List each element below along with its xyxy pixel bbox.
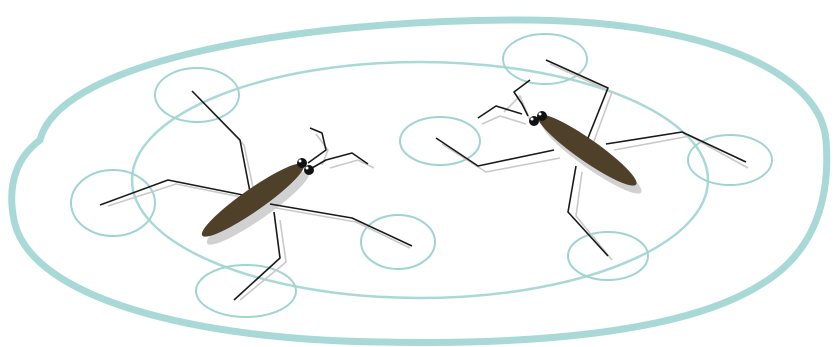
- ripple-circle: [71, 170, 155, 236]
- eye-highlight: [299, 160, 302, 163]
- eye-highlight: [531, 118, 534, 121]
- antenna-left: [514, 80, 530, 116]
- leg-shadow: [614, 136, 748, 168]
- leg-shadow: [504, 96, 530, 120]
- strider-body: [532, 107, 643, 194]
- leg-shadow: [442, 144, 560, 172]
- leg-shadow: [576, 172, 612, 260]
- leg-shadow: [482, 116, 526, 124]
- leg-shadow: [198, 97, 254, 192]
- eye: [537, 111, 547, 121]
- leg-shadow: [276, 208, 410, 248]
- strider-body: [196, 155, 310, 244]
- water-strider-left: [100, 91, 412, 300]
- eye: [304, 165, 314, 175]
- water-strider-right: [436, 60, 748, 260]
- pond-outer-ellipse: [12, 20, 827, 342]
- antenna-left: [308, 128, 326, 163]
- ripple-circle: [503, 34, 587, 84]
- eye-highlight: [539, 113, 542, 116]
- eye-highlight: [306, 167, 309, 170]
